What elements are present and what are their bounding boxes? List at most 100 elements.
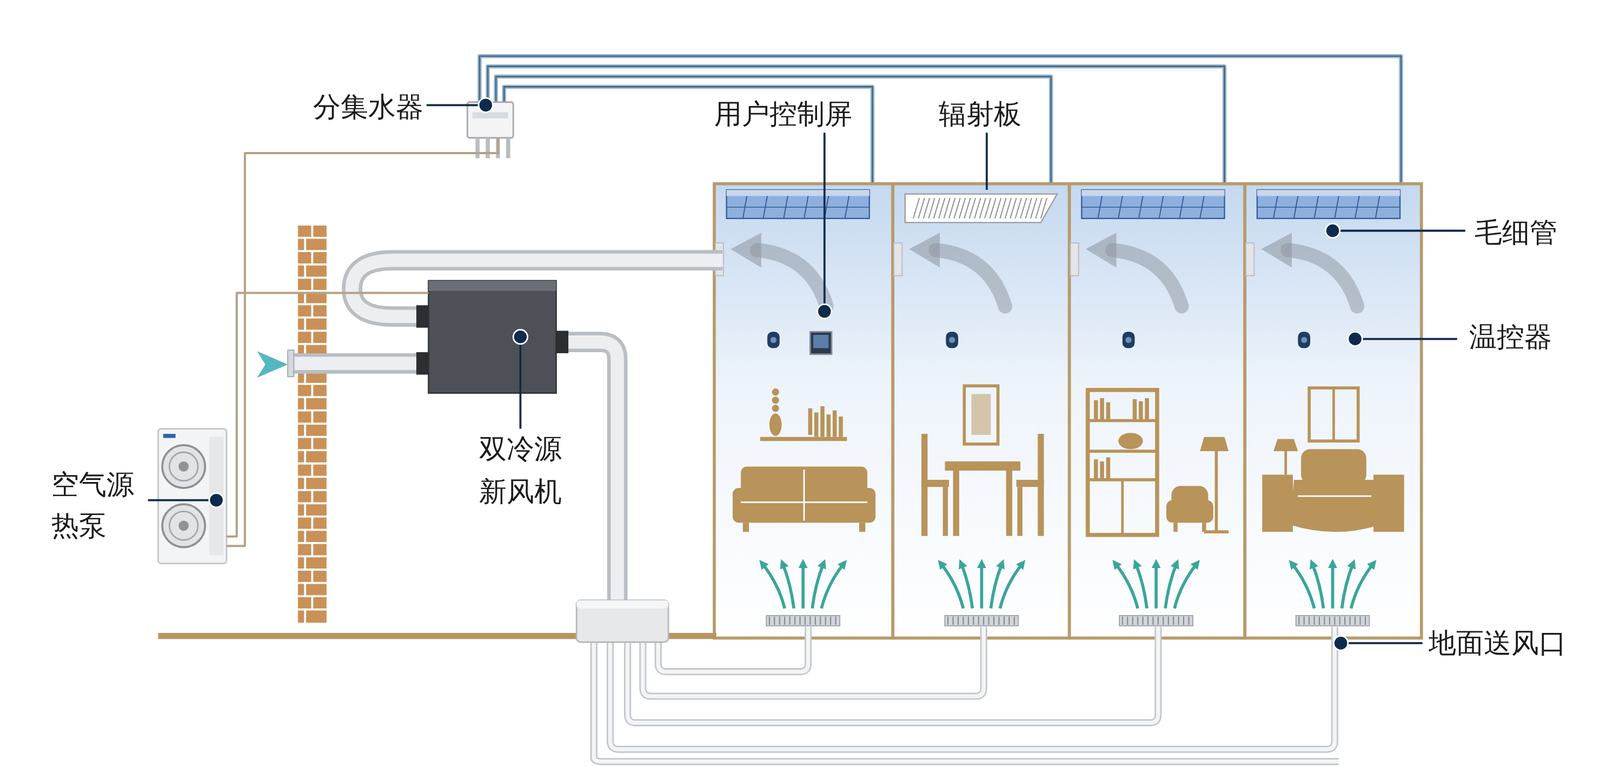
brick-joint <box>297 236 327 239</box>
radiant-stripe <box>1040 197 1047 219</box>
furniture <box>772 404 780 412</box>
floor-duct <box>609 626 1335 749</box>
supply-air-arrow <box>1135 563 1147 609</box>
room-space <box>714 183 893 639</box>
floor-grille-bar <box>784 616 786 625</box>
brick-joint <box>311 277 314 291</box>
radiant-stripe <box>979 197 986 219</box>
floor-grille-bar <box>1298 616 1300 625</box>
furniture <box>1087 449 1158 453</box>
manifold-port <box>475 137 480 159</box>
radiant-stripe <box>1010 197 1017 219</box>
callout-label: 辐射板 <box>938 95 1022 134</box>
leader-dot <box>478 97 493 112</box>
floor-grille-bar <box>998 616 1000 625</box>
airflow-arrow <box>1112 249 1182 307</box>
brick-joint <box>297 316 327 319</box>
floor-grille-bar <box>1013 616 1015 625</box>
fan-grille <box>178 520 189 531</box>
capillary-panel <box>1081 189 1225 219</box>
floor-grille-bar <box>825 616 827 625</box>
capillary-panel <box>1257 189 1400 196</box>
brick-joint <box>311 224 314 238</box>
floor-duct <box>642 626 984 696</box>
floor-duct <box>627 626 1159 723</box>
intake-arrow <box>257 350 289 378</box>
furniture <box>1284 448 1287 475</box>
supply-air-arrow <box>1291 563 1315 609</box>
radiant-panel <box>905 194 1058 223</box>
radiant-stripe <box>923 197 930 219</box>
brick-joint <box>297 263 327 266</box>
furniture <box>1199 436 1229 451</box>
brick-joint <box>297 422 327 425</box>
radiant-stripe <box>1020 197 1027 219</box>
radiant-stripe <box>990 197 997 219</box>
floor-grille-bar <box>978 616 980 625</box>
brick-joint <box>311 489 314 504</box>
floor-grille-bar <box>1008 616 1010 625</box>
furniture <box>1106 456 1111 480</box>
capillary-line <box>1257 206 1400 208</box>
supply-air-arrow <box>1174 563 1198 609</box>
floor-grille-bar <box>1329 616 1331 625</box>
leader-dot <box>513 329 528 344</box>
leader-dot <box>817 303 832 318</box>
airflow-arrow <box>1288 249 1358 307</box>
water-pipe <box>503 86 873 194</box>
unit-port <box>416 304 429 328</box>
air-duct <box>290 356 429 371</box>
floor-grille-bar <box>988 616 990 625</box>
fresh-air-unit <box>428 280 557 291</box>
room-space <box>892 183 1070 639</box>
floor-duct <box>609 626 1335 749</box>
furniture <box>814 412 819 437</box>
air-duct <box>555 341 617 604</box>
radiant-stripe <box>944 197 951 219</box>
thermostat-icon <box>767 331 780 348</box>
furniture <box>760 436 847 442</box>
radiant-stripe <box>1015 197 1022 219</box>
node-label: 空气源 热泵 <box>51 463 140 547</box>
radiant-stripe <box>1025 197 1032 219</box>
radiant-stripe <box>928 197 935 219</box>
furniture <box>1297 495 1372 497</box>
furniture <box>1016 479 1045 487</box>
floor-grille <box>1296 615 1370 626</box>
thermostat-icon <box>770 336 777 343</box>
brick-joint <box>303 555 307 570</box>
floor-grille-bar <box>773 616 775 625</box>
floor-grille-bar <box>1122 616 1124 625</box>
brick-joint <box>303 529 307 543</box>
floor-grille-bar <box>967 616 969 625</box>
floor-grille-bar <box>768 616 770 625</box>
brick-joint <box>297 555 327 558</box>
leader-dot <box>209 492 224 507</box>
brick-joint <box>303 264 307 278</box>
air-duct <box>290 353 429 374</box>
floor-grille-bar <box>1126 616 1128 625</box>
illustration-group <box>148 56 1466 762</box>
furniture <box>1202 522 1207 532</box>
control-screen-icon <box>810 331 832 355</box>
furniture <box>1138 401 1144 421</box>
pipe-connector <box>226 293 429 537</box>
brick-joint <box>311 595 314 610</box>
capillary-panel <box>726 189 870 219</box>
airflow-arrow <box>1085 232 1117 268</box>
floor-grille-bar <box>1142 616 1144 625</box>
leader-dot <box>1348 331 1363 346</box>
airflow-arrow <box>935 249 1005 307</box>
floor-duct <box>642 626 984 696</box>
thermostat-icon <box>948 336 955 343</box>
radiant-stripe <box>953 197 960 219</box>
supply-air-arrow <box>762 563 786 609</box>
brick-joint <box>303 449 307 464</box>
floor-grille-bar <box>1303 616 1305 625</box>
capillary-panel <box>1257 189 1400 219</box>
radiant-stripe <box>969 197 976 219</box>
floor-grille-bar <box>1147 616 1149 625</box>
brick-joint <box>303 237 307 252</box>
